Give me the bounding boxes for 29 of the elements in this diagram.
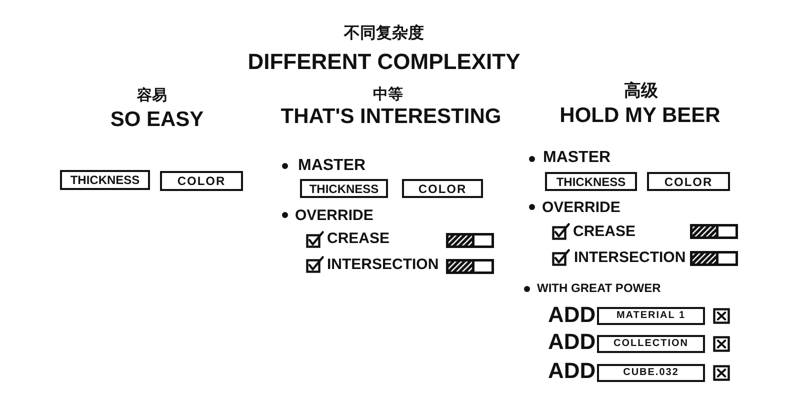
- section-label: MASTER: [543, 150, 611, 166]
- translation-label: 高级: [624, 82, 658, 99]
- add-label: ADD: [548, 360, 596, 382]
- property-button: THICKNESS: [300, 179, 388, 198]
- text-field: COLLECTION: [597, 335, 705, 353]
- option-label: INTERSECTION: [327, 257, 439, 272]
- option-label: CREASE: [573, 224, 636, 239]
- text-field: CUBE.032: [597, 364, 705, 382]
- add-label: ADD: [548, 331, 596, 353]
- diagram-title: DIFFERENT COMPLEXITY: [248, 51, 520, 73]
- translation-label: 不同复杂度: [344, 26, 424, 42]
- text-field: MATERIAL 1: [597, 307, 705, 325]
- property-button: COLOR: [160, 171, 243, 191]
- option-label: CREASE: [327, 231, 390, 246]
- section-label: MASTER: [298, 158, 366, 174]
- option-label: INTERSECTION: [574, 250, 686, 265]
- section-label: OVERRIDE: [295, 208, 374, 223]
- translation-label: 容易: [137, 88, 167, 103]
- column-heading: SO EASY: [110, 109, 204, 130]
- column-heading: HOLD MY BEER: [560, 105, 720, 126]
- section-label: OVERRIDE: [542, 200, 620, 215]
- section-label: WITH GREAT POWER: [537, 282, 661, 294]
- add-label: ADD: [548, 304, 596, 326]
- column-heading: THAT'S INTERESTING: [280, 106, 502, 127]
- property-button: THICKNESS: [545, 172, 637, 191]
- property-button: COLOR: [647, 172, 730, 191]
- property-button: COLOR: [402, 179, 483, 198]
- property-button: THICKNESS: [60, 170, 150, 190]
- translation-label: 中等: [373, 87, 403, 102]
